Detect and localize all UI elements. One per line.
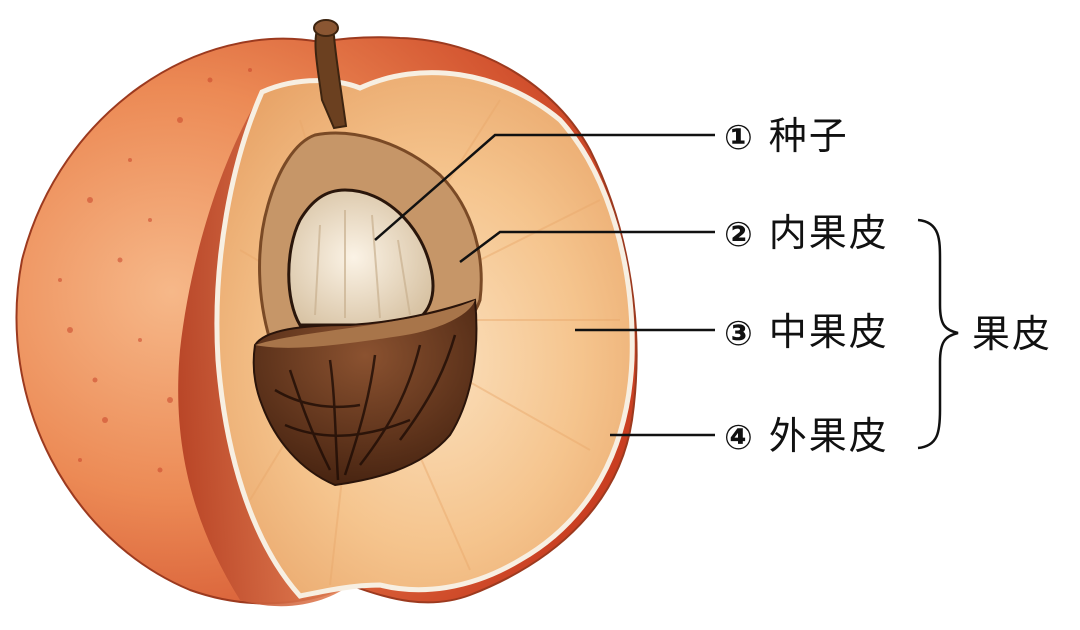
label-seed: ① 种子 <box>724 117 849 155</box>
label-text: 中果皮 <box>768 310 889 354</box>
cut-side-rind <box>178 92 350 607</box>
label-number: ④ <box>724 418 755 458</box>
label-pericarp: 果皮 <box>972 312 1053 356</box>
label-text: 外果皮 <box>768 414 889 458</box>
label-text: 种子 <box>768 114 849 158</box>
leader-line-2 <box>459 230 715 263</box>
label-number: ② <box>724 215 755 255</box>
label-number: ① <box>724 118 755 158</box>
leader-lines <box>374 133 715 437</box>
seed-veins <box>314 210 411 319</box>
label-mesocarp: ③ 中果皮 <box>724 313 889 351</box>
label-number: ③ <box>724 314 755 354</box>
label-endocarp: ② 内果皮 <box>724 214 889 252</box>
skin-speckles <box>58 68 252 473</box>
label-text: 内果皮 <box>768 211 889 255</box>
label-exocarp: ④ 外果皮 <box>724 417 889 455</box>
pit-wrinkles <box>274 334 457 481</box>
leader-line-1 <box>374 133 715 241</box>
pericarp-brace <box>917 218 959 450</box>
pit-top-edge <box>255 300 475 348</box>
